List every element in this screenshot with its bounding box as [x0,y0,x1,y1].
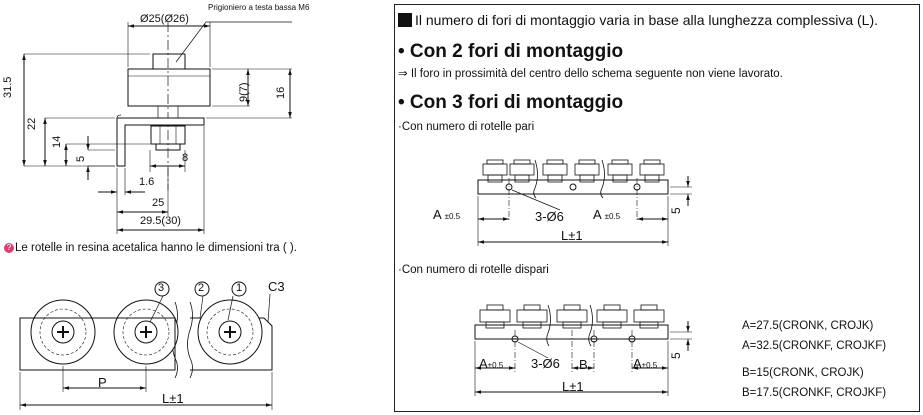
dim-14: 14 [51,135,63,148]
odd-b: B [579,357,588,372]
stud-callout: Prigioniero a testa bassa M6 [208,3,310,12]
spec-b-2: B=17.5(CRONKF, CROJKF) [742,387,887,399]
even-a-right: A ±0.5 [593,207,621,222]
warning-icon: ? [4,243,14,253]
panel-title: Il numero di fori di montaggio varia in … [398,13,878,27]
odd-a-left: A±0.5 [479,356,504,371]
dim-diameter: Ø25(Ø26) [140,13,189,25]
dim-16: 16 [275,86,287,99]
odd-rollers-label: ·Con numero di rotelle dispari [398,264,549,276]
even-length: L±1 [561,228,583,243]
heading-three-holes: • Con 3 fori di montaggio [398,92,624,113]
length-label-left: L±1 [162,391,184,406]
odd-height: 5 [669,352,683,359]
dim-31-5: 31.5 [2,76,14,98]
dim-25: 25 [152,197,165,209]
odd-holes: 3-Ø6 [531,356,560,371]
front-view [19,281,273,410]
dim-9-7: 9(7) [238,82,250,102]
dim-8: 8 [182,152,189,164]
square-bullet-icon [398,13,412,27]
pitch-label: P [98,375,107,390]
callout-1: 1 [236,282,243,294]
spec-a-2: A=32.5(CRONKF, CROJKF) [742,340,887,352]
odd-length: L±1 [562,379,584,394]
resin-note: ?Le rotelle in resina acetalica hanno le… [4,242,297,255]
callout-2: 2 [198,282,205,294]
even-holes: 3-Ø6 [535,209,564,224]
even-rollers-view [477,159,692,246]
spec-a-1: A=27.5(CRONK, CROJK) [742,320,874,332]
callout-3: 3 [158,282,165,294]
dim-29-5: 29.5(30) [140,215,181,227]
mounting-holes-panel [394,4,920,412]
side-view [22,21,292,234]
odd-a-right: A±0.5 [633,356,658,371]
chamfer-label: C3 [268,279,285,294]
dim-5-left: 5 [75,155,87,162]
even-a-left: A ±0.5 [433,207,461,222]
even-rollers-label: ·Con numero di rotelle pari [398,121,535,133]
dim-22: 22 [26,117,38,130]
dim-1-6: 1.6 [139,176,155,188]
spec-b-1: B=15(CRONK, CROJK) [742,367,864,379]
odd-rollers-view [474,304,692,396]
heading-two-holes: • Con 2 fori di montaggio [398,41,624,62]
two-holes-note: ⇒ Il foro in prossimità del centro dello… [398,68,783,80]
even-height: 5 [669,207,683,214]
